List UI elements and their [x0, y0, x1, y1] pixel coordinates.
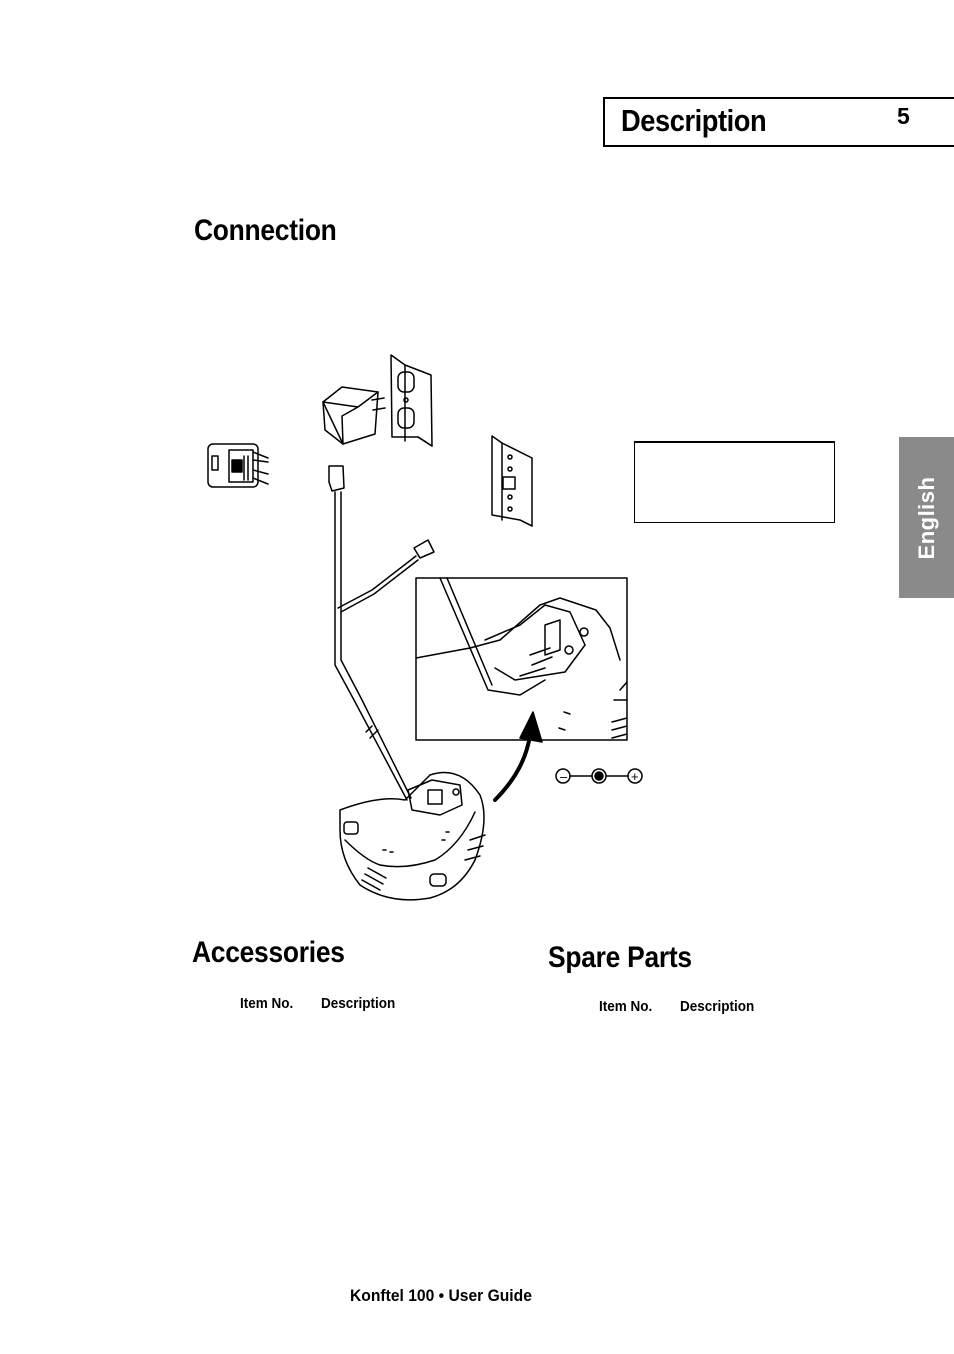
polarity-symbol-icon [555, 768, 643, 784]
accessories-col-item: Item No. [240, 995, 294, 1012]
language-tab[interactable]: English [899, 437, 954, 598]
header-box: Description 5 [603, 97, 954, 147]
accessories-heading: Accessories [192, 936, 345, 969]
info-box [634, 441, 835, 523]
polarity-plus: + [631, 769, 639, 784]
wall-jack-icon [491, 435, 533, 527]
power-adapter-icon [322, 386, 386, 445]
power-outlet-icon [390, 354, 433, 447]
conference-phone-icon [339, 771, 486, 901]
page-number: 5 [897, 103, 910, 129]
page-title: Description [621, 103, 767, 138]
modular-jack-icon [207, 443, 269, 488]
connection-heading: Connection [194, 214, 337, 247]
accessories-col-description: Description [321, 995, 396, 1012]
footer-text: Konftel 100 • User Guide [350, 1286, 532, 1305]
spare-parts-col-item: Item No. [599, 998, 653, 1015]
inset-detail [415, 577, 628, 741]
spare-parts-col-description: Description [680, 998, 755, 1015]
polarity-minus: – [560, 769, 568, 784]
spare-parts-heading: Spare Parts [548, 941, 692, 974]
